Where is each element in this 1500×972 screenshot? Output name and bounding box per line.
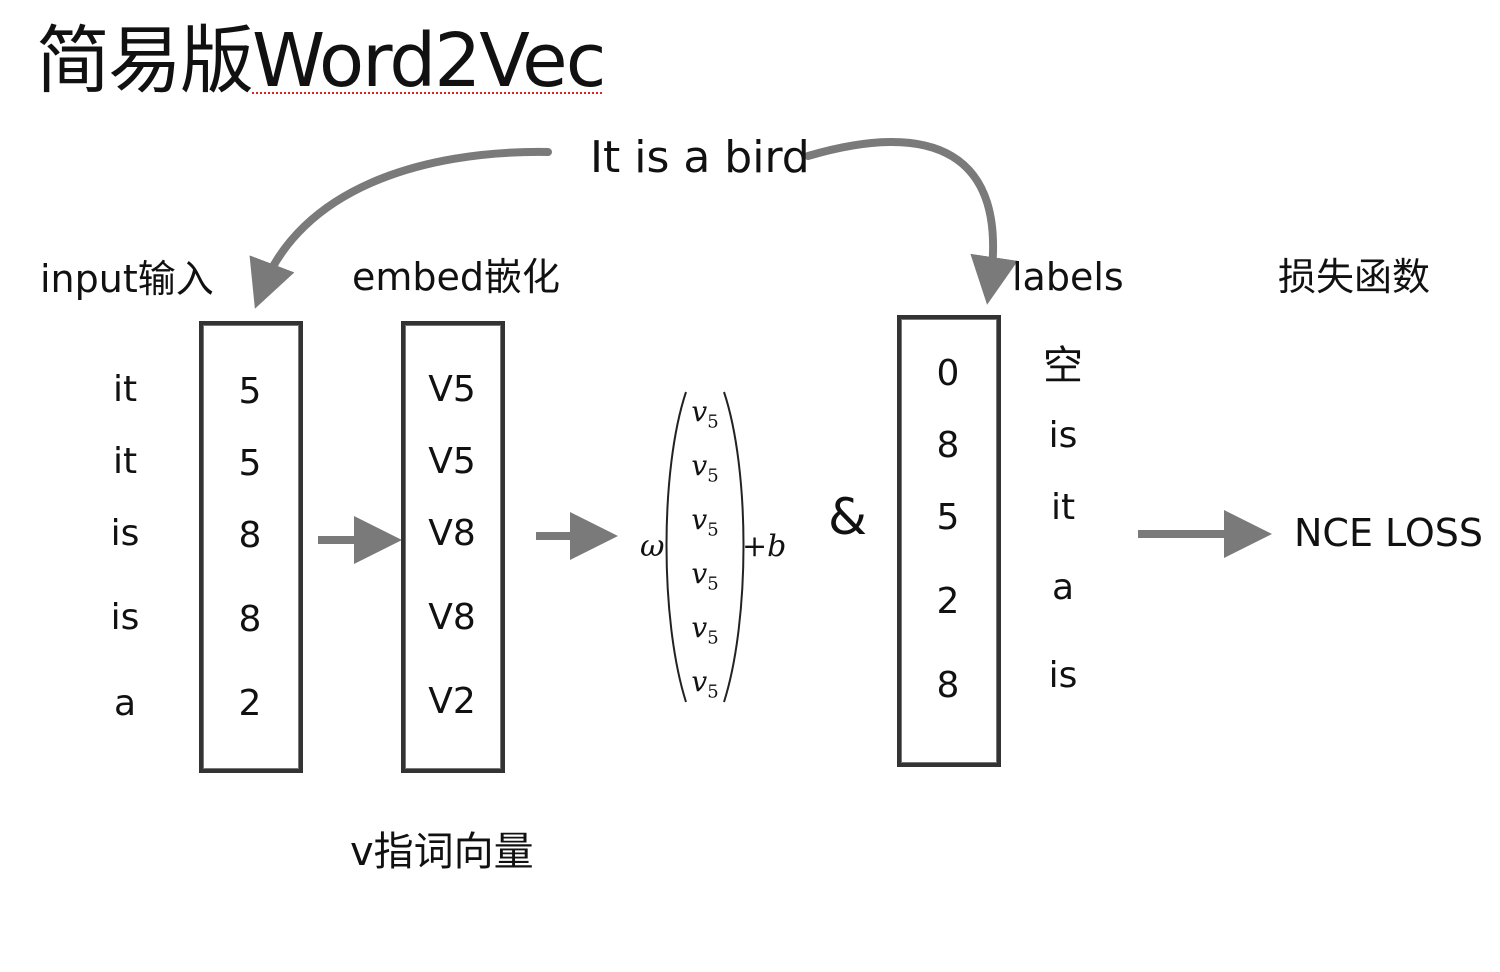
input-id: 5 — [238, 371, 262, 412]
curved-arrow-to-labels — [804, 138, 1018, 305]
vector-sub: 5 — [707, 465, 719, 487]
embed-vector: V8 — [428, 513, 476, 554]
loss-label: NCE LOSS — [1294, 511, 1484, 555]
vector-base: v — [691, 611, 708, 644]
input-sentence: It is a bird — [590, 132, 810, 183]
vector-base: v — [691, 557, 708, 590]
vector-element: v5 — [675, 398, 735, 432]
input-id: 2 — [238, 683, 262, 724]
input-id: 8 — [238, 599, 262, 640]
page-title: 简易版Word2Vec — [36, 24, 606, 98]
loss-function-header: 损失函数 — [1278, 255, 1431, 299]
label-id: 8 — [936, 665, 960, 706]
footnote: v指词向量 — [350, 829, 534, 875]
label-word: 空 — [1043, 343, 1083, 389]
vector-base: v — [691, 395, 708, 428]
left-paren — [665, 391, 687, 703]
input-word: a — [113, 683, 137, 724]
vector-base: v — [691, 449, 708, 482]
label-word: is — [1048, 415, 1078, 456]
input-word: it — [112, 369, 138, 410]
bias-term: +b — [742, 529, 787, 564]
embed-vector: V2 — [428, 681, 476, 722]
input-word: is — [110, 513, 140, 554]
ampersand: & — [828, 488, 867, 546]
label-id: 8 — [936, 425, 960, 466]
vector-sub: 5 — [707, 411, 719, 433]
vector-base: v — [691, 665, 708, 698]
label-id: 2 — [936, 581, 960, 622]
label-word: it — [1050, 487, 1076, 528]
label-id: 5 — [936, 497, 960, 538]
vector-element: v5 — [675, 614, 735, 648]
input-header: input输入 — [40, 257, 214, 301]
label-word: is — [1048, 655, 1078, 696]
labels-header: labels — [1012, 255, 1124, 299]
vector-sub: 5 — [707, 627, 719, 649]
vector-element: v5 — [675, 560, 735, 594]
vector-sub: 5 — [707, 519, 719, 541]
curved-arrow-to-input — [249, 147, 552, 309]
label-id: 0 — [936, 353, 960, 394]
label-word: a — [1051, 567, 1075, 608]
embed-vector: V8 — [428, 597, 476, 638]
vector-sub: 5 — [707, 573, 719, 595]
embed-vector: V5 — [428, 441, 476, 482]
title-cn: 简易版 — [36, 18, 254, 104]
vector-element: v5 — [675, 452, 735, 486]
input-word: it — [112, 441, 138, 482]
embed-vector: V5 — [428, 369, 476, 410]
embed-box — [401, 321, 505, 773]
vector-element: v5 — [675, 668, 735, 702]
input-id: 8 — [238, 515, 262, 556]
input-id-box — [199, 321, 303, 773]
right-paren — [723, 391, 745, 703]
input-id: 5 — [238, 443, 262, 484]
label-id-box — [897, 315, 1001, 767]
vector-base: v — [691, 503, 708, 536]
vector-element: v5 — [675, 506, 735, 540]
weight-symbol: ω — [640, 529, 665, 564]
embed-header: embed嵌化 — [352, 255, 561, 299]
vector-sub: 5 — [707, 681, 719, 703]
input-word: is — [110, 597, 140, 638]
title-latin: Word2Vec — [252, 18, 606, 104]
